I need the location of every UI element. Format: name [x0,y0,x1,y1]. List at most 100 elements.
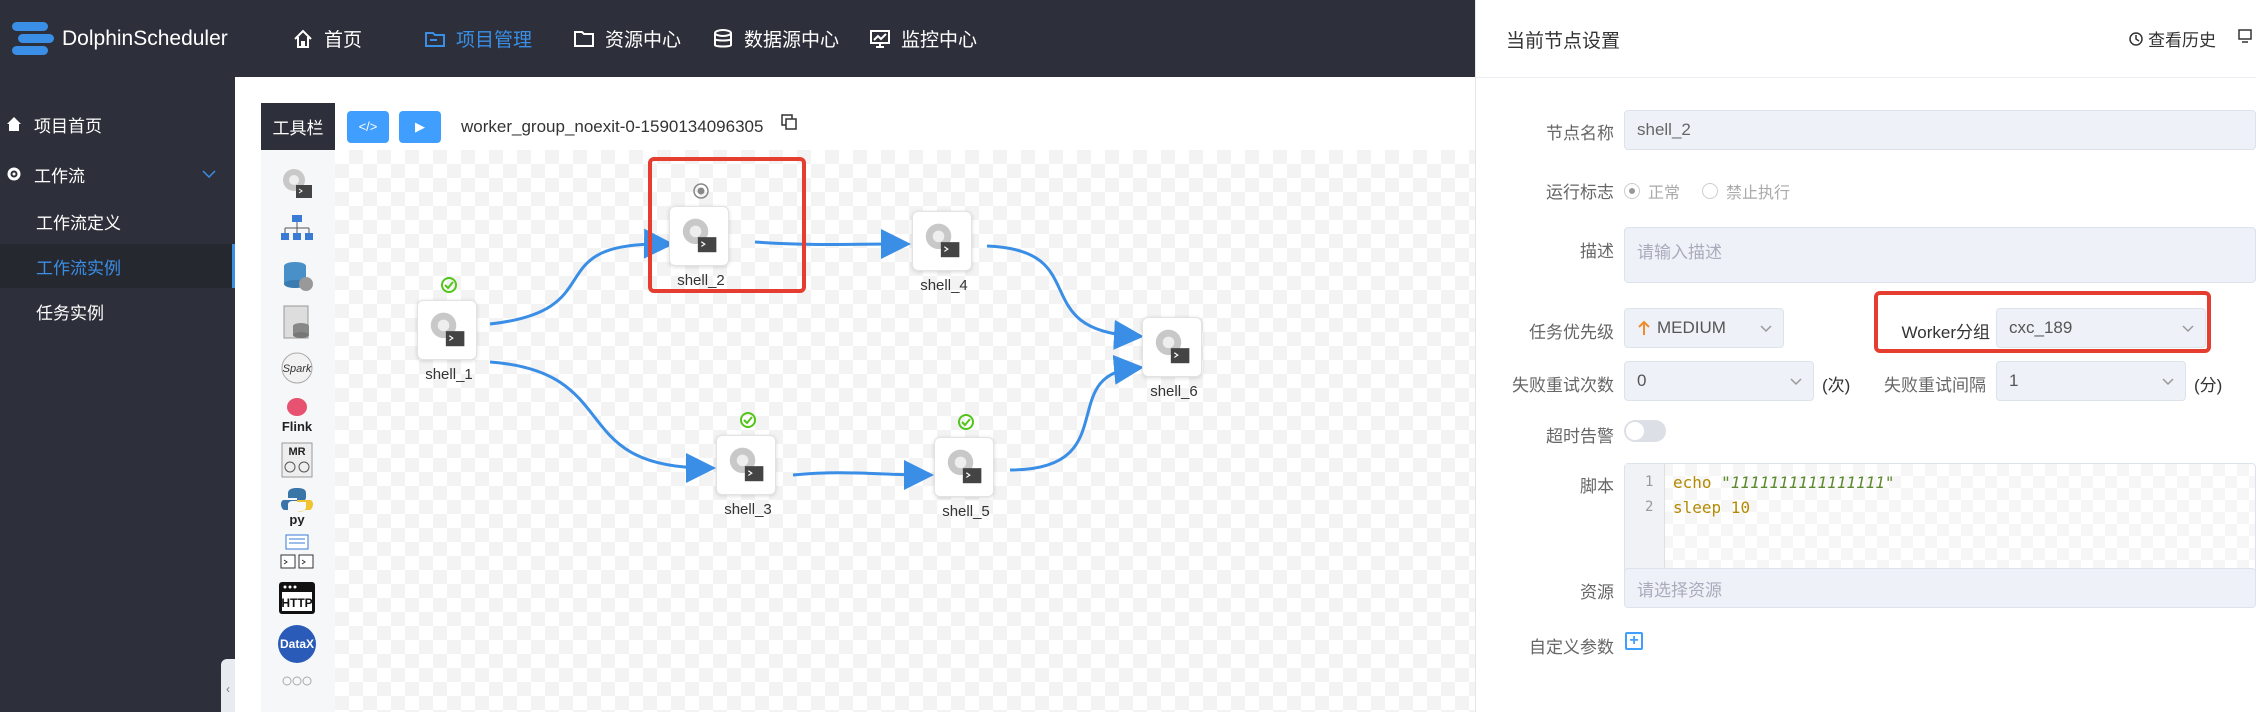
dag-canvas[interactable]: shell_1 shell_2 shell_3 shell_4 shell_5 … [335,150,1475,712]
tool-shell[interactable] [276,163,318,205]
sidebar-item-workflow[interactable]: 工作流 [0,152,235,196]
dag-node-shell-3[interactable]: shell_3 [716,412,780,518]
toolbar-title: 工具栏 [261,103,335,150]
code-argument: 10 [1721,498,1751,517]
success-status-icon [958,414,974,430]
edge-shell2-shell4 [754,229,911,260]
retry-interval-label: 失败重试间隔 [1884,376,1986,395]
resource-label: 资源 [1580,583,1614,602]
tool-spark[interactable]: Spark [276,347,318,389]
nav-label: 首页 [324,30,363,51]
sql-icon [283,305,309,339]
copy-icon[interactable] [781,113,798,130]
node-name-value: shell_2 [1637,120,1691,139]
retry-times-select[interactable]: 0 [1624,361,1814,401]
app-title: DolphinScheduler [62,26,228,50]
workflow-name: worker_group_noexit-0-1590134096305 [461,116,764,136]
line-number: 2 [1645,499,1654,515]
tool-http[interactable]: HTTP [276,577,318,619]
tool-sub-process[interactable] [276,209,318,251]
shell-task-icon [716,435,776,495]
tool-dependent[interactable] [276,531,318,573]
tool-flink[interactable]: Flink [276,393,318,435]
tool-sql[interactable] [276,301,318,343]
shell-task-icon [283,169,312,198]
sidebar-item-label: 工作流定义 [36,213,121,233]
spark-icon: Spark [281,352,313,384]
chevron-down-icon [1790,378,1802,386]
timeout-alarm-toggle[interactable] [1624,420,1666,442]
nav-datasource-center[interactable]: 数据源中心 [712,0,839,77]
nav-label: 项目管理 [456,30,533,51]
nav-resource-center[interactable]: 资源中心 [573,0,681,77]
nav-project-management[interactable]: 项目管理 [424,0,532,77]
procedure-icon [284,262,313,291]
worker-group-select[interactable]: cxc_189 [1996,308,2206,348]
dag-node-shell-6[interactable]: shell_6 [1142,317,1206,400]
retry-interval-select[interactable]: 1 [1996,361,2186,401]
code-view-button[interactable]: </> [347,110,389,143]
description-placeholder: 请输入描述 [1637,243,1722,262]
python-icon: py [281,488,313,526]
panel-header: 当前节点设置 查看历史 [1476,0,2256,78]
tool-procedure[interactable] [276,255,318,297]
sidebar-collapse-button[interactable]: ‹ [221,659,235,712]
shell-task-icon [417,300,477,360]
view-history-button[interactable]: 查看历史 [2128,26,2216,51]
dag-node-shell-4[interactable]: shell_4 [912,211,976,294]
description-textarea[interactable]: 请输入描述 [1624,227,2256,283]
task-priority-value: MEDIUM [1657,318,1726,337]
run-button[interactable]: ▶ [399,110,441,143]
tool-conditions[interactable] [276,669,318,711]
radio-label: 正常 [1648,185,1681,202]
edge-shell3-shell5 [792,459,934,490]
worker-group-highlight [1874,291,2211,353]
workflow-header: </> ▶ worker_group_noexit-0-159013409630… [347,103,798,150]
sidebar-item-task-instance[interactable]: 任务实例 [0,289,235,333]
nav-monitor-center[interactable]: 监控中心 [869,0,977,77]
monitor-icon [870,29,890,48]
run-flag-label: 运行标志 [1546,183,1614,202]
shell-task-icon [912,211,972,271]
tool-mr[interactable]: MR [276,439,318,481]
shell-task-icon [1142,317,1202,377]
sidebar-item-workflow-instance[interactable]: 工作流实例 [0,244,235,288]
run-flag-normal-radio[interactable]: 正常 [1624,179,1680,203]
http-logo-text: HTTP [281,596,312,610]
chevron-left-icon: ‹ [226,682,230,696]
retry-times-label: 失败重试次数 [1512,376,1614,395]
timeout-alarm-label: 超时告警 [1546,427,1614,446]
node-label: shell_6 [1150,383,1198,400]
sidebar-item-label: 工作流 [34,166,85,186]
panel-menu-icon[interactable] [2238,28,2254,44]
conditions-icon [282,676,312,686]
node-name-input[interactable]: shell_2 [1624,110,2256,150]
tool-datax[interactable]: DataX [276,623,318,665]
node-name-label: 节点名称 [1546,124,1614,143]
folder-icon [425,31,445,47]
resource-select[interactable]: 请选择资源 [1624,568,2256,608]
nav-label: 资源中心 [605,30,682,51]
script-label: 脚本 [1580,477,1614,496]
add-param-button[interactable]: + [1625,632,1643,650]
chevron-down-icon [2182,325,2194,333]
worker-group-value: cxc_189 [2009,318,2073,337]
app-logo[interactable]: DolphinScheduler [0,0,232,77]
tool-python[interactable]: py [276,485,318,527]
dag-node-shell-5[interactable]: shell_5 [934,414,998,520]
node-label: shell_5 [942,503,990,520]
play-icon: ▶ [415,118,425,134]
nav-home[interactable]: 首页 [292,0,362,77]
success-status-icon [740,412,756,428]
shell-task-icon [934,437,994,497]
dag-node-shell-1[interactable]: shell_1 [417,277,481,383]
task-priority-select[interactable]: MEDIUM [1624,308,1784,348]
sidebar-item-label: 工作流实例 [36,258,121,278]
nav-label: 监控中心 [901,30,978,51]
sidebar-item-workflow-definition[interactable]: 工作流定义 [0,199,235,243]
code-keyword: sleep [1673,498,1722,517]
sidebar-item-project-home[interactable]: 项目首页 [0,102,235,146]
dag-node-shell-2[interactable]: shell_2 [669,183,733,289]
run-flag-forbidden-radio[interactable]: 禁止执行 [1702,179,1790,203]
chevron-down-icon [2162,378,2174,386]
